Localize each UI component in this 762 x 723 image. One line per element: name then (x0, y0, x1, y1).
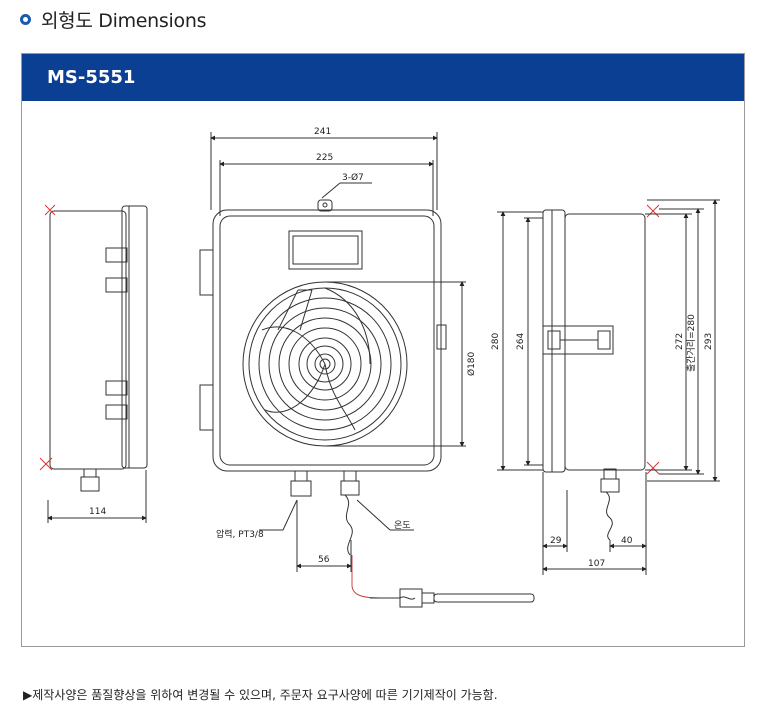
dim-height-293: 293 (704, 333, 714, 350)
dim-height-280: 280 (491, 333, 501, 350)
section-heading: 외형도 Dimensions (20, 6, 206, 32)
dim-mount-holes: 3-Ø7 (342, 172, 364, 183)
label-temperature: 온도 (394, 520, 411, 531)
front-view (199, 132, 535, 608)
dim-front-width-inner: 225 (316, 153, 333, 163)
dim-side-depth: 114 (89, 507, 106, 517)
dim-height-272: 272 (675, 333, 685, 350)
label-pressure-port: 압력, PT3/8 (216, 528, 264, 540)
section-title: 외형도 Dimensions (41, 9, 207, 32)
dim-front-width-outer: 241 (314, 127, 331, 137)
side-view-right (497, 199, 720, 575)
dim-depth-40: 40 (621, 536, 633, 546)
circle-bullet-icon (20, 13, 31, 25)
model-name: MS-5551 (47, 67, 136, 88)
dim-depth-29: 29 (550, 536, 562, 546)
dim-chart-diameter: Ø180 (466, 351, 477, 376)
footnote: ▶제작사양은 품질향상을 위하여 변경될 수 있으며, 주문자 요구사양에 따른… (23, 688, 498, 702)
dim-port-spacing: 56 (318, 555, 330, 565)
side-view-left (39, 204, 148, 523)
dim-mount-pitch: 출간거리=280 (686, 314, 697, 372)
dim-height-264: 264 (516, 333, 526, 350)
model-header-bar: MS-5551 (22, 54, 744, 101)
dim-depth-107: 107 (588, 559, 605, 569)
